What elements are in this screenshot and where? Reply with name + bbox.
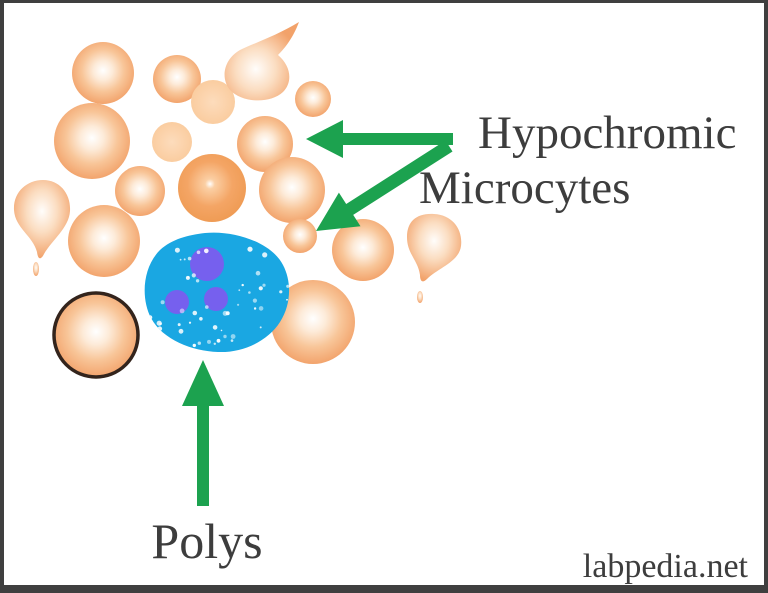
outlined-rbc-cell [52,291,140,379]
label-polys: Polys [151,513,262,569]
rbc-cell [153,55,201,103]
microcyte-cell [283,219,317,253]
teardrop-cell-right [407,213,462,282]
microcytes-arrow [316,140,453,231]
poly-cell-layer [144,232,290,353]
rbc-cell [271,280,355,364]
rbc-cell [54,103,130,179]
teardrop-cell-left [13,180,71,259]
label-microcytes: Microcytes [419,162,630,214]
teardrop-cell-top [224,22,299,101]
rbc-cell [115,166,165,216]
label-hypochromic: Hypochromic [478,107,736,159]
pale-rbc-cell [191,80,235,124]
teardrop-cells-layer [13,22,462,303]
poly-nucleus [190,247,224,281]
poly-speckles [147,245,290,348]
pale-rbc-cell [152,122,192,162]
rbc-cell [237,116,293,172]
poly-nuclei [165,247,228,314]
hypochromic-arrow [306,120,453,158]
red-blood-cells-layer [52,42,394,379]
label-watermark: labpedia.net [583,548,749,585]
poly-nucleus [165,290,189,314]
rbc-cell [68,205,140,277]
rbc-cell [332,219,394,281]
rbc-cell [259,157,325,223]
dark-rbc-cell [178,154,246,222]
rbc-cell [295,81,331,117]
poly-nucleus [204,287,228,311]
teardrop-cell-right-droplet [417,291,423,303]
teardrop-cell-left-droplet [33,262,39,276]
polys-arrow [182,360,224,506]
annotation-arrows-layer [182,120,453,506]
rbc-cell [72,42,134,104]
